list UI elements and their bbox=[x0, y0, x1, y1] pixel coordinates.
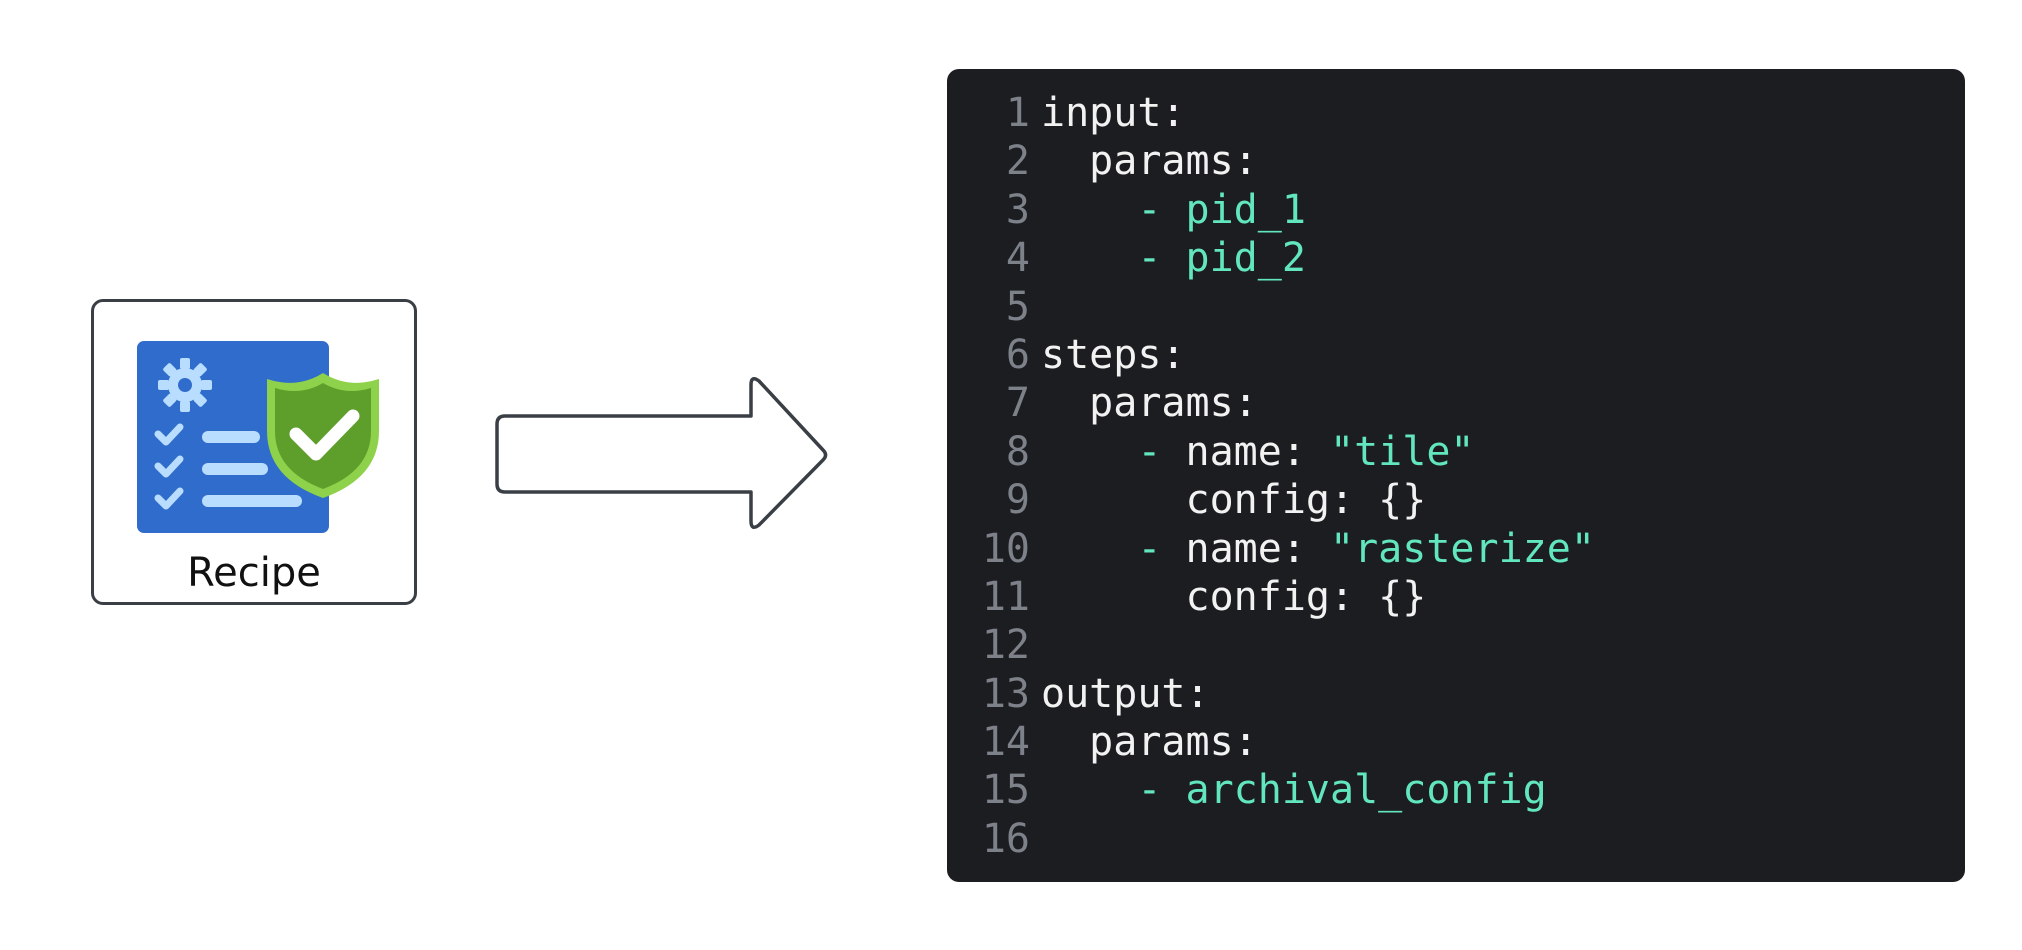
line-number: 11 bbox=[981, 573, 1030, 620]
line-number: 10 bbox=[981, 525, 1030, 572]
code-line: 10 - name: "rasterize" bbox=[947, 525, 1595, 573]
line-code: - archival_config bbox=[1030, 766, 1547, 814]
code-token: output: bbox=[1041, 670, 1210, 717]
line-number: 8 bbox=[1005, 428, 1030, 475]
line-code: - pid_2 bbox=[1030, 234, 1306, 282]
line-code: params: bbox=[1030, 718, 1258, 766]
recipe-label: Recipe bbox=[187, 550, 321, 596]
code-line: 15 - archival_config bbox=[947, 766, 1595, 814]
line-code: config: {} bbox=[1030, 476, 1426, 524]
line-number: 16 bbox=[981, 815, 1030, 862]
code-token: config: {} bbox=[1041, 573, 1427, 620]
line-code: config: {} bbox=[1030, 573, 1426, 621]
code-token: name: bbox=[1185, 428, 1330, 475]
code-token-value: - pid_2 bbox=[1041, 235, 1306, 282]
line-number: 12 bbox=[981, 622, 1030, 669]
code-line: 12 bbox=[947, 621, 1595, 669]
line-code: output: bbox=[1030, 670, 1210, 718]
line-number: 15 bbox=[981, 767, 1030, 814]
line-number: 14 bbox=[981, 719, 1030, 766]
code-token-value: - archival_config bbox=[1041, 767, 1547, 814]
line-number: 6 bbox=[1005, 331, 1030, 378]
code-token: name: bbox=[1185, 525, 1330, 572]
code-token-value: "rasterize" bbox=[1330, 525, 1595, 572]
line-number: 1 bbox=[1005, 90, 1030, 136]
code-token: params: bbox=[1041, 719, 1258, 766]
line-number: 9 bbox=[1005, 477, 1030, 524]
code-token-value: "tile" bbox=[1330, 428, 1475, 475]
code-token: params: bbox=[1041, 138, 1258, 185]
line-number: 13 bbox=[981, 670, 1030, 717]
line-number: 2 bbox=[1005, 138, 1030, 185]
code-token: config: {} bbox=[1041, 477, 1427, 524]
line-code: input: bbox=[1030, 89, 1186, 137]
code-line: 4 - pid_2 bbox=[947, 234, 1595, 282]
code-token: input: bbox=[1041, 90, 1186, 136]
recipe-card: Recipe bbox=[91, 299, 417, 605]
code-line: 2 params: bbox=[947, 137, 1595, 185]
code-line: 7 params: bbox=[947, 379, 1595, 427]
recipe-checklist-icon bbox=[137, 341, 379, 533]
code-token-value: - pid_1 bbox=[1041, 186, 1306, 233]
code-token-value: - bbox=[1041, 525, 1186, 572]
code-token: params: bbox=[1041, 380, 1258, 427]
line-code: - pid_1 bbox=[1030, 186, 1306, 234]
line-code: - name: "tile" bbox=[1030, 428, 1475, 476]
line-code: - name: "rasterize" bbox=[1030, 525, 1595, 573]
line-number: 4 bbox=[1005, 235, 1030, 282]
line-code: steps: bbox=[1030, 331, 1186, 379]
line-number: 3 bbox=[1005, 186, 1030, 233]
line-code: params: bbox=[1030, 137, 1258, 185]
code-line: 14 params: bbox=[947, 718, 1595, 766]
code-line: 9 config: {} bbox=[947, 476, 1595, 524]
code-token: steps: bbox=[1041, 331, 1186, 378]
code-line: 5 bbox=[947, 283, 1595, 331]
right-arrow-icon bbox=[495, 377, 828, 529]
line-number: 7 bbox=[1005, 380, 1030, 427]
code-line: 11 config: {} bbox=[947, 573, 1595, 621]
line-code: params: bbox=[1030, 379, 1258, 427]
code-line: 8 - name: "tile" bbox=[947, 428, 1595, 476]
line-number: 5 bbox=[1005, 283, 1030, 330]
code-line: 16 bbox=[947, 815, 1595, 863]
code-line: 3 - pid_1 bbox=[947, 186, 1595, 234]
code-token-value: - bbox=[1041, 428, 1186, 475]
